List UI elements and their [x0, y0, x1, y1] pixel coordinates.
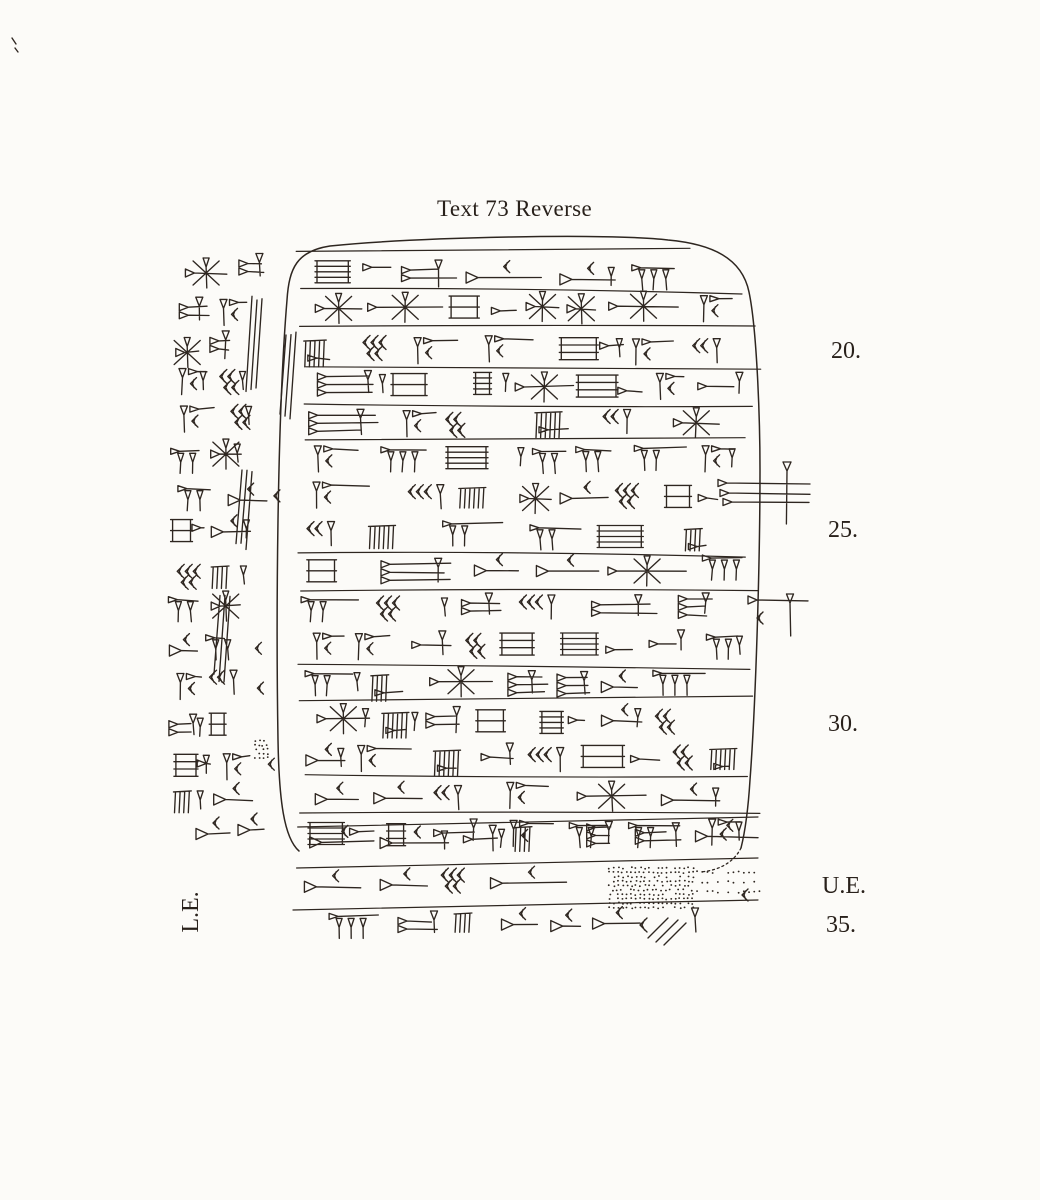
- line-marker-30: 30.: [828, 711, 858, 737]
- line-marker-35: 35.: [826, 912, 856, 938]
- figure-title: Text 73 Reverse: [437, 196, 593, 221]
- line-marker-25: 25.: [828, 517, 858, 543]
- upper-edge-marker: U.E.: [822, 873, 866, 899]
- left-edge-label: L.E.: [178, 891, 204, 933]
- line-marker-20: 20.: [831, 338, 861, 364]
